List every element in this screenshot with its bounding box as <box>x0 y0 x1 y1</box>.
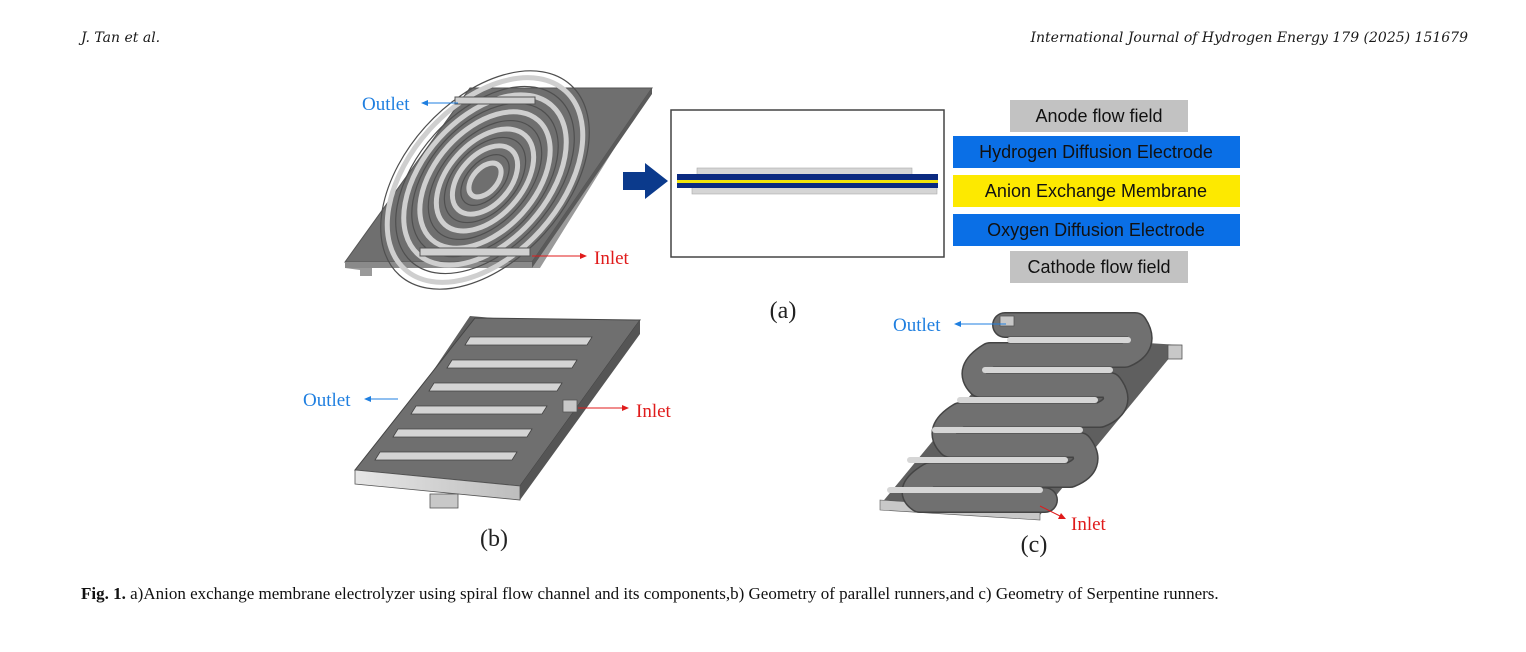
svg-text:Inlet: Inlet <box>594 248 630 269</box>
svg-text:Anion Exchange Membrane: Anion Exchange Membrane <box>985 181 1207 201</box>
svg-text:Outlet: Outlet <box>893 315 941 336</box>
running-header-authors: J. Tan et al. <box>81 30 161 46</box>
svg-text:Outlet: Outlet <box>362 94 410 115</box>
outlet-annotation-a: Outlet <box>362 94 458 115</box>
caption-label: Fig. 1. <box>81 584 126 603</box>
outlet-annotation-b: Outlet <box>303 390 398 411</box>
spiral-flow-plate <box>344 70 653 290</box>
legend-swatch <box>953 136 1240 168</box>
panel-label-b: (b) <box>480 526 508 552</box>
legend-swatch <box>953 214 1240 246</box>
inlet-annotation-a: Inlet <box>532 248 630 269</box>
figure-1: Outlet Inlet Anode flow field Hydrogen D… <box>303 70 1240 558</box>
legend-swatch <box>953 175 1240 207</box>
svg-text:Inlet: Inlet <box>636 401 672 422</box>
running-header-journal: International Journal of Hydrogen Energy… <box>1030 30 1468 46</box>
serpentine-channel <box>887 312 1153 513</box>
caption-text: a)Anion exchange membrane electrolyzer u… <box>125 584 1219 603</box>
legend-swatch <box>1010 251 1188 283</box>
cell-cross-section <box>670 109 945 258</box>
legend-swatch <box>1010 100 1188 132</box>
svg-text:Oxygen Diffusion Electrode: Oxygen Diffusion Electrode <box>987 220 1205 240</box>
parallel-channels <box>374 336 593 461</box>
inlet-arrow-icon <box>1058 513 1066 519</box>
panel-label-a: (a) <box>770 298 797 324</box>
inlet-arrow-icon <box>622 405 629 411</box>
outlet-arrow-icon <box>954 321 961 327</box>
svg-text:Hydrogen Diffusion Electrode: Hydrogen Diffusion Electrode <box>979 142 1213 162</box>
outlet-arrow-icon <box>421 100 428 106</box>
figure-caption: Fig. 1. a)Anion exchange membrane electr… <box>81 582 1469 606</box>
svg-text:Inlet: Inlet <box>1071 514 1107 535</box>
legend-item-hydrogen-diffusion-electrode: Hydrogen Diffusion Electrode <box>953 136 1240 168</box>
serpentine-flow-plate <box>879 312 1183 521</box>
svg-text:Outlet: Outlet <box>303 390 351 411</box>
parallel-flow-plate <box>354 316 641 509</box>
legend-item-cathode-flow-field: Cathode flow field <box>1010 251 1188 283</box>
svg-text:Anode flow field: Anode flow field <box>1035 106 1162 126</box>
outlet-arrow-icon <box>364 396 371 402</box>
svg-text:Cathode flow field: Cathode flow field <box>1027 257 1170 277</box>
inlet-arrow-icon <box>580 253 587 259</box>
legend-item-oxygen-diffusion-electrode: Oxygen Diffusion Electrode <box>953 214 1240 246</box>
inlet-annotation-b: Inlet <box>578 401 672 422</box>
spiral-channels <box>384 75 586 285</box>
layer-legend: Anode flow field Hydrogen Diffusion Elec… <box>953 100 1240 283</box>
panel-label-c: (c) <box>1021 532 1048 558</box>
outlet-annotation-c: Outlet <box>893 315 1006 336</box>
legend-item-anion-exchange-membrane: Anion Exchange Membrane <box>953 175 1240 207</box>
legend-item-anode-flow-field: Anode flow field <box>1010 100 1188 132</box>
inlet-annotation-c: Inlet <box>1039 505 1107 535</box>
right-arrow-icon <box>623 163 668 199</box>
